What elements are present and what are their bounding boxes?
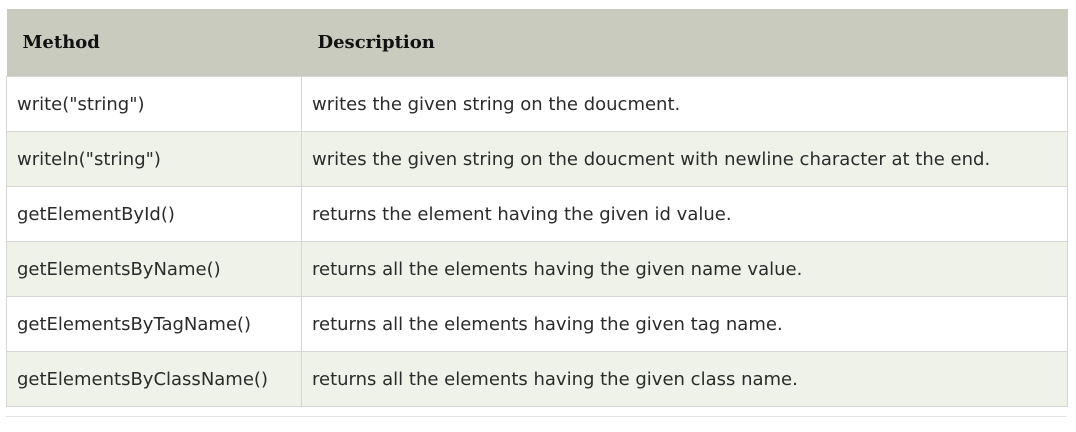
method-cell: getElementsByTagName(): [6, 296, 302, 352]
table-body: write("string") writes the given string …: [6, 76, 1068, 407]
table-header: Method Description: [6, 9, 1068, 77]
table-row: getElementsByClassName() returns all the…: [6, 351, 1068, 407]
description-cell: returns the element having the given id …: [301, 186, 1068, 242]
method-cell: getElementsByName(): [6, 241, 302, 297]
table-row: getElementsByName() returns all the elem…: [6, 241, 1068, 297]
header-method: Method: [6, 9, 302, 77]
divider: [6, 416, 1067, 417]
description-cell: returns all the elements having the give…: [301, 241, 1068, 297]
method-cell: getElementById(): [6, 186, 302, 242]
table-row: writeln("string") writes the given strin…: [6, 131, 1068, 187]
header-row: Method Description: [6, 9, 1068, 77]
methods-table-container: Method Description write("string") write…: [6, 9, 1068, 407]
table-row: getElementsByTagName() returns all the e…: [6, 296, 1068, 352]
description-cell: writes the given string on the doucment …: [301, 131, 1068, 187]
method-cell: getElementsByClassName(): [6, 351, 302, 407]
header-description: Description: [301, 9, 1068, 77]
description-cell: returns all the elements having the give…: [301, 296, 1068, 352]
method-cell: writeln("string"): [6, 131, 302, 187]
table-row: write("string") writes the given string …: [6, 76, 1068, 132]
methods-table: Method Description write("string") write…: [6, 9, 1068, 407]
description-cell: returns all the elements having the give…: [301, 351, 1068, 407]
description-cell: writes the given string on the doucment.: [301, 76, 1068, 132]
method-cell: write("string"): [6, 76, 302, 132]
table-row: getElementById() returns the element hav…: [6, 186, 1068, 242]
